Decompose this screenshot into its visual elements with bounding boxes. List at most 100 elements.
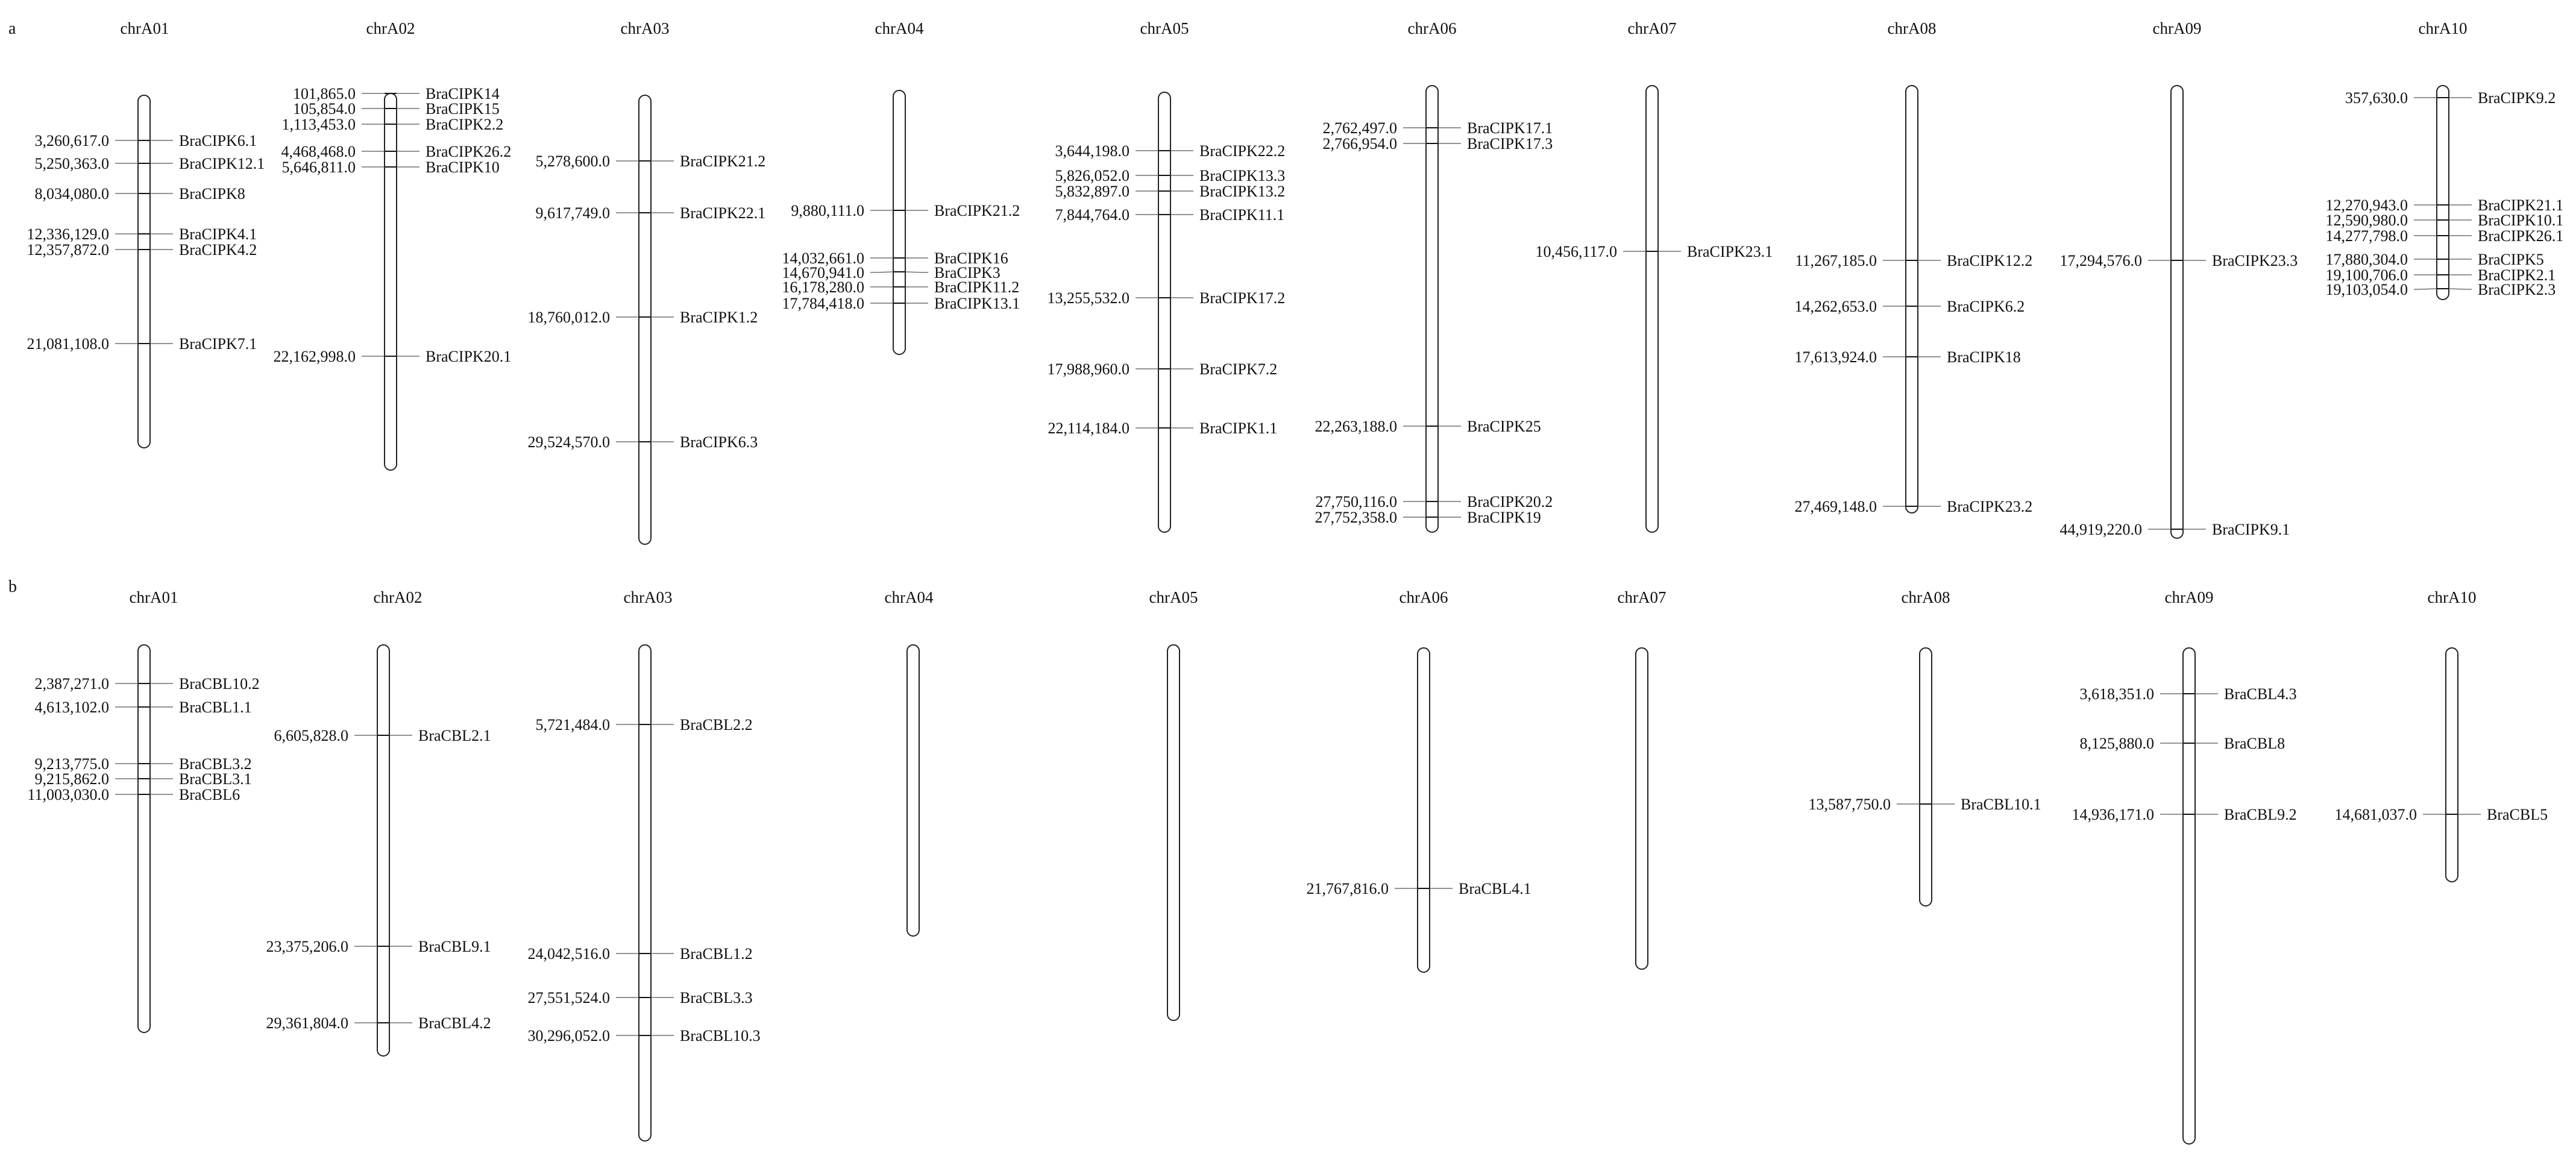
gene-position-label: 21,767,816.0 xyxy=(1307,880,1389,897)
gene-name-label: BraCIPK7.2 xyxy=(1199,360,1277,378)
gene-name-label: BraCIPK14 xyxy=(426,85,500,102)
gene-position-label: 3,644,198.0 xyxy=(1055,142,1130,160)
gene-position-label: 18,760,012.0 xyxy=(528,309,611,326)
gene-name-label: BraCIPK12.1 xyxy=(179,155,265,172)
chromosome-bar xyxy=(1645,85,1659,533)
gene-position-label: 12,590,980.0 xyxy=(2326,212,2408,229)
gene-name-label: BraCIPK2.3 xyxy=(2478,281,2556,298)
gene-position-label: 27,469,148.0 xyxy=(1795,498,1877,515)
gene-position-label: 27,750,116.0 xyxy=(1315,493,1397,511)
gene-position-label: 4,468,468.0 xyxy=(281,143,356,160)
chromosome-bar xyxy=(2182,647,2196,1145)
chromosome-title: chrA02 xyxy=(366,19,415,37)
gene-name-label: BraCBL1.1 xyxy=(179,699,252,716)
gene-position-label: 16,178,280.0 xyxy=(782,278,865,296)
chromosome-title: chrA06 xyxy=(1408,19,1457,37)
gene-position-label: 10,456,117.0 xyxy=(1535,243,1617,260)
gene-name-label: BraCIPK19 xyxy=(1467,509,1541,526)
gene-position-label: 12,357,872.0 xyxy=(27,241,110,259)
gene-name-label: BraCIPK10 xyxy=(426,159,500,176)
gene-name-label: BraCIPK21.2 xyxy=(934,202,1020,219)
gene-name-label: BraCIPK23.3 xyxy=(2212,252,2298,269)
gene-name-label: BraCIPK1.1 xyxy=(1199,419,1277,437)
chromosome-chrA09: chrA09 3,618,351.0 BraCBL4.3 8,125,880.0 Bra… xyxy=(2072,588,2297,1145)
gene-position-label: 8,125,880.0 xyxy=(2080,735,2155,752)
chromosome-chrA05: chrA05 xyxy=(1149,588,1198,1021)
gene-name-label: BraCBL4.2 xyxy=(418,1014,491,1032)
gene-name-label: BraCIPK2.1 xyxy=(2478,266,2556,284)
gene-name-label: BraCIPK23.2 xyxy=(1947,498,2032,515)
chromosome-bar xyxy=(1425,85,1439,533)
gene-position-label: 17,784,418.0 xyxy=(782,295,865,312)
gene-name-label: BraCIPK17.1 xyxy=(1467,119,1553,137)
gene-position-label: 3,618,351.0 xyxy=(2080,685,2155,703)
gene-name-label: BraCBL1.2 xyxy=(680,945,753,963)
gene-name-label: BraCBL6 xyxy=(179,786,240,803)
chromosome-bar xyxy=(137,644,151,1033)
gene-name-label: BraCBL4.3 xyxy=(2224,685,2297,703)
gene-position-label: 105,854.0 xyxy=(293,100,356,118)
gene-name-label: BraCIPK18 xyxy=(1947,348,2021,366)
chromosome-bar xyxy=(1167,644,1180,1021)
gene-name-label: BraCIPK8 xyxy=(179,185,245,203)
chromosome-bar xyxy=(1158,92,1171,533)
gene-name-label: BraCIPK23.1 xyxy=(1687,243,1773,260)
gene-position-label: 4,613,102.0 xyxy=(35,699,110,716)
gene-name-label: BraCIPK11.2 xyxy=(934,278,1019,296)
gene-position-label: 5,278,600.0 xyxy=(536,152,611,170)
chromosome-bar xyxy=(1905,85,1918,514)
gene-name-label: BraCIPK26.1 xyxy=(2478,227,2563,245)
chromosome-title: chrA07 xyxy=(1628,19,1677,37)
gene-position-label: 5,721,484.0 xyxy=(536,716,611,734)
chromosome-title: chrA09 xyxy=(2153,19,2202,37)
gene-name-label: BraCIPK7.1 xyxy=(179,335,257,353)
chromosome-title: chrA09 xyxy=(2165,588,2214,606)
chromosome-bar xyxy=(377,644,390,1057)
chromosome-chrA07: chrA07 xyxy=(1618,588,1667,970)
gene-position-label: 12,336,129.0 xyxy=(27,225,110,243)
gene-name-label: BraCIPK13.1 xyxy=(934,295,1020,312)
gene-name-label: BraCIPK21.2 xyxy=(680,152,765,170)
gene-name-label: BraCIPK10.1 xyxy=(2478,212,2563,229)
gene-name-label: BraCIPK20.2 xyxy=(1467,493,1553,511)
chromosome-bar xyxy=(906,644,920,937)
chromosome-title: chrA07 xyxy=(1618,588,1667,606)
chromosome-title: chrA02 xyxy=(374,588,423,606)
gene-position-label: 17,294,576.0 xyxy=(2060,252,2143,269)
chromosome-bar xyxy=(638,644,652,1142)
gene-name-label: BraCIPK20.1 xyxy=(426,348,511,365)
gene-name-label: BraCIPK6.1 xyxy=(179,132,257,149)
gene-position-label: 22,263,188.0 xyxy=(1315,418,1398,435)
gene-name-label: BraCIPK4.2 xyxy=(179,241,257,259)
gene-position-label: 22,162,998.0 xyxy=(274,348,356,365)
chromosome-bar xyxy=(893,90,906,355)
gene-position-label: 22,114,184.0 xyxy=(1048,419,1129,437)
chromosome-title: chrA10 xyxy=(2419,19,2468,37)
panel-label: b xyxy=(8,577,17,596)
chromosome-chrA07: chrA07 10,456,117.0 BraCIPK23.1 xyxy=(1535,19,1773,533)
gene-position-label: 19,100,706.0 xyxy=(2326,266,2408,284)
gene-position-label: 30,296,052.0 xyxy=(528,1027,611,1045)
gene-position-label: 17,613,924.0 xyxy=(1795,348,1877,366)
gene-position-label: 19,103,054.0 xyxy=(2326,281,2408,298)
gene-name-label: BraCBL8 xyxy=(2224,735,2285,752)
gene-position-label: 23,375,206.0 xyxy=(266,938,349,955)
gene-name-label: BraCIPK1.2 xyxy=(680,309,758,326)
gene-position-label: 11,003,030.0 xyxy=(27,786,109,803)
gene-position-label: 9,213,775.0 xyxy=(35,755,110,773)
gene-position-label: 14,670,941.0 xyxy=(782,264,865,281)
gene-position-label: 8,034,080.0 xyxy=(35,185,110,203)
chromosome-title: chrA03 xyxy=(624,588,673,606)
gene-position-label: 29,361,804.0 xyxy=(266,1014,349,1032)
